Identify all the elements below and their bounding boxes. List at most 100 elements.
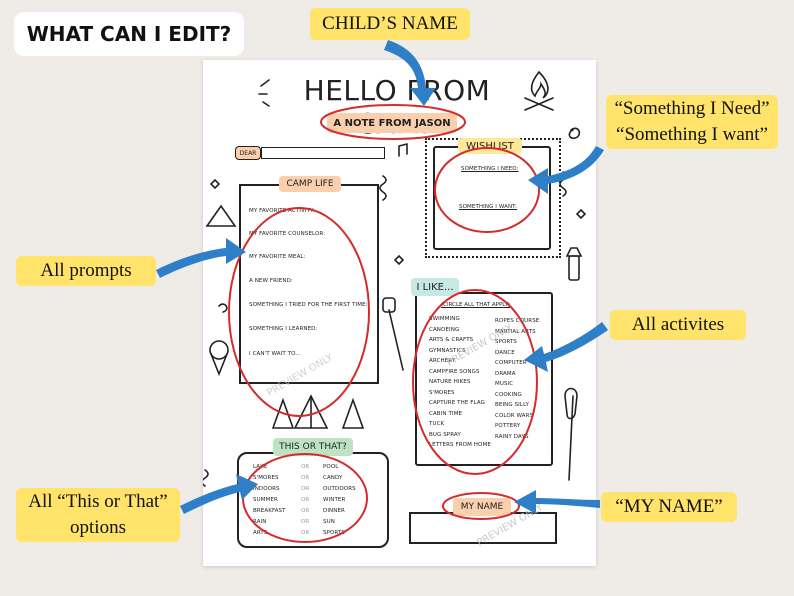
that-option: DINNER <box>323 508 345 514</box>
camp-life-prompt: A NEW FRIEND: <box>249 278 293 284</box>
activity-option: ARTS & CRAFTS <box>429 337 474 343</box>
arrow-icon <box>156 238 246 278</box>
arrow-icon <box>384 40 436 106</box>
sheet-subtitle: A NOTE FROM JASON <box>327 113 457 133</box>
or-label: OR <box>301 475 310 481</box>
star-icon <box>575 208 587 220</box>
this-or-that-callout-line2: options <box>70 517 126 538</box>
my-name-title: MY NAME <box>453 498 511 516</box>
this-option: S'MORES <box>253 475 279 481</box>
activity-option: DRAMA <box>495 370 516 377</box>
this-option: BREAKFAST <box>253 508 286 514</box>
camp-life-prompt: SOMETHING I LEARNED: <box>249 326 318 332</box>
activities-highlight <box>412 289 538 475</box>
arrow-icon <box>524 322 608 372</box>
doodles <box>203 70 587 543</box>
this-option: SUMMER <box>253 497 278 503</box>
childs-name-callout: CHILD’S NAME <box>310 8 470 40</box>
squiggle-icon <box>203 469 209 487</box>
this-option: INDOORS <box>253 486 280 492</box>
activity-option: CABIN TIME <box>429 410 463 417</box>
something-i-want-prompt: SOMETHING I WANT: <box>459 204 517 210</box>
camp-life-prompt: MY FAVORITE MEAL: <box>249 254 306 260</box>
star-icon <box>393 254 405 266</box>
my-name-highlight <box>442 492 520 520</box>
activity-option: GYMNASTICS <box>429 347 466 354</box>
i-like-instruction: (CIRCLE ALL THAT APPLY) <box>441 302 511 308</box>
camp-letter-sheet: HELLO FROM CAMP A NOTE FROM JASON DEAR W… <box>203 60 596 566</box>
arrow-icon <box>180 474 258 514</box>
this-option: ARTS <box>253 530 268 536</box>
star-icon <box>209 178 221 190</box>
wishlist-callout: “Something I Need” “Something I want” <box>606 95 778 149</box>
dear-label: DEAR <box>235 146 261 160</box>
that-option: WINTER <box>323 497 346 503</box>
or-label: OR <box>301 530 310 536</box>
activity-option: CANOEING <box>429 326 460 333</box>
this-option: RAIN <box>253 519 267 525</box>
activity-option: COLOR WARS <box>495 412 534 419</box>
that-option: SPORTS <box>323 530 346 536</box>
camp-life-prompt: SOMETHING I TRIED FOR THE FIRST TIME: <box>249 302 368 308</box>
activity-option: DANCE <box>495 349 515 356</box>
activity-option: MARTIAL ARTS <box>495 328 536 335</box>
activity-option: SWIMMING <box>429 316 460 322</box>
activity-option: COOKING <box>495 391 522 398</box>
activity-option: BUG SPRAY <box>429 431 461 438</box>
wishlist-callout-line1: “Something I Need” <box>614 98 770 120</box>
i-like-right-list: ROPES COURSE MARTIAL ARTS SPORTS DANCE C… <box>495 318 551 448</box>
pizza-slice-icon <box>205 204 237 227</box>
marshmallow-icon <box>382 297 396 313</box>
activity-option: LETTERS FROM HOME <box>429 442 491 448</box>
prompts-highlight <box>228 207 370 417</box>
that-option: POOL <box>323 464 339 470</box>
arrow-icon <box>528 146 604 194</box>
that-option: SUN <box>323 519 335 525</box>
my-name-callout: “MY NAME” <box>601 492 737 522</box>
swirl-icon <box>218 303 228 313</box>
activity-option: NATURE HIKES <box>429 379 471 385</box>
what-can-i-edit-badge: WHAT CAN I EDIT? <box>14 12 244 56</box>
or-label: OR <box>301 464 310 470</box>
activity-option: TUCK <box>429 421 445 427</box>
or-label: OR <box>301 508 310 514</box>
activity-option: POTTERY <box>495 423 521 429</box>
activity-option: CAMPFIRE SONGS <box>429 368 480 375</box>
activity-option: ROPES COURSE <box>495 318 540 324</box>
this-or-that-options: LAKE OR POOL S'MORES OR CANDY INDOORS OR… <box>253 464 385 544</box>
activities-callout: All activites <box>610 310 746 340</box>
i-like-title: I LIKE... <box>411 278 459 296</box>
flashlight-icon <box>565 247 583 281</box>
i-like-box <box>415 292 553 466</box>
activity-option: BEING SILLY <box>495 402 529 408</box>
camp-life-title: CAMP LIFE <box>279 176 341 192</box>
activity-option: ARCHERY <box>429 358 456 364</box>
camp-life-prompt: MY FAVORITE COUNSELOR: <box>249 231 326 237</box>
childs-name-highlight <box>320 104 466 140</box>
i-like-left-list: SWIMMING CANOEING ARTS & CRAFTS GYMNASTI… <box>429 316 501 456</box>
music-note-icon <box>398 143 408 157</box>
activity-option: MUSIC <box>495 381 514 387</box>
activity-option: RAINY DAYS <box>495 433 529 440</box>
this-or-that-callout-line1: All “This or That” <box>28 491 168 513</box>
or-label: OR <box>301 486 310 492</box>
activity-option: S'MORES <box>429 389 455 396</box>
wishlist-callout-line2: “Something I want” <box>616 124 768 145</box>
activity-option: SPORTS <box>495 339 518 345</box>
activity-option: CAPTURE THE FLAG <box>429 400 485 406</box>
something-i-need-prompt: SOMETHING I NEED: <box>461 166 519 172</box>
dear-line <box>261 147 385 159</box>
or-label: OR <box>301 519 310 525</box>
squiggle-icon <box>379 175 387 201</box>
that-option: OUTDOORS <box>323 486 356 492</box>
ice-cream-icon <box>209 340 229 377</box>
campfire-icon <box>524 70 554 111</box>
activity-option: COMPUTER <box>495 360 527 366</box>
that-option: CANDY <box>323 475 343 481</box>
this-or-that-callout: All “This or That” options <box>16 488 180 542</box>
wishlist-highlight <box>434 147 540 233</box>
swirl-icon <box>568 127 581 140</box>
this-or-that-title: THIS OR THAT? <box>273 438 353 456</box>
paddle-icon <box>564 387 578 481</box>
